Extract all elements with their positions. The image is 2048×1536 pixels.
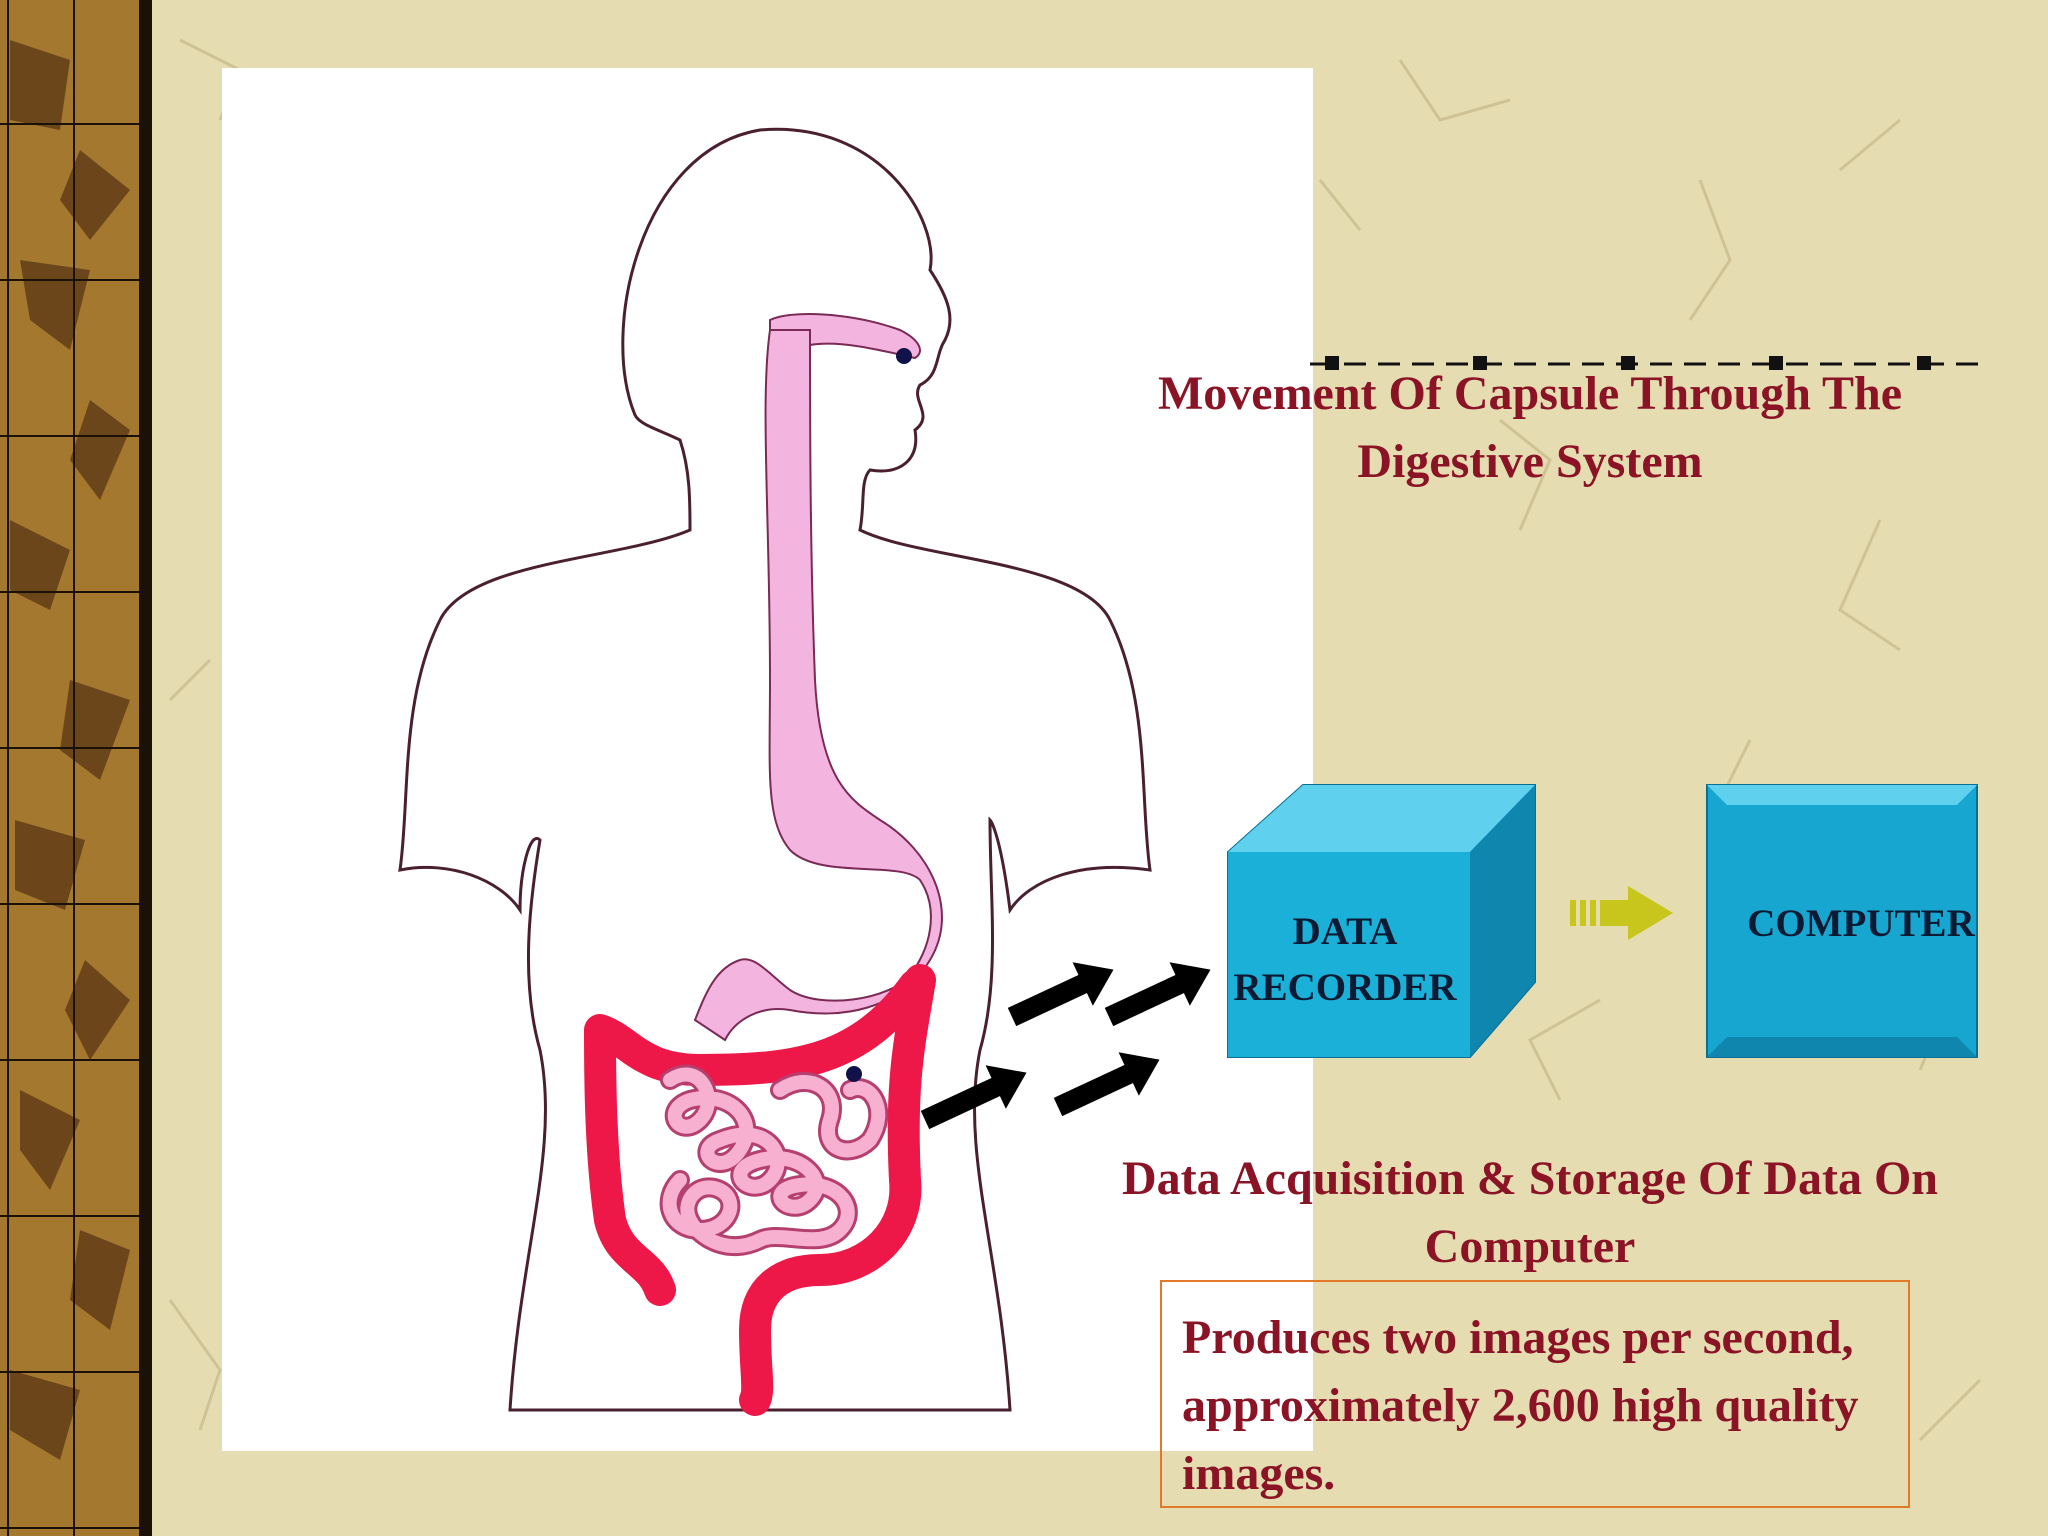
signal-arrow [1007, 962, 1114, 1027]
signal-arrow [920, 1065, 1027, 1130]
data-acquisition-caption: Data Acquisition & Storage Of Data On Co… [1122, 1152, 1938, 1273]
esophagus-stomach [693, 329, 943, 1042]
data-recorder-box [1227, 784, 1536, 1058]
computer-label: COMPUTER [1747, 902, 1975, 945]
large-intestine [584, 964, 936, 1416]
flow-arrow [1570, 886, 1673, 940]
decorative-side-strip [0, 0, 152, 1536]
signal-arrow [1053, 1052, 1160, 1117]
body-outline [398, 127, 1152, 1412]
slide-title: Movement Of Capsule Through The Digestiv… [1157, 367, 1903, 488]
dashed-connector-line [1310, 356, 1980, 370]
image-rate-note-text: Produces two images per second, approxim… [1182, 1311, 1859, 1500]
capsule-marker-mouth [896, 348, 912, 364]
data-recorder-label: DATA RECORDER [1233, 910, 1457, 1009]
signal-arrow [1104, 962, 1211, 1027]
image-rate-note: Produces two images per second, approxim… [1160, 1280, 1910, 1508]
computer-box [1706, 784, 1978, 1058]
small-intestine [659, 1064, 889, 1257]
capsule-marker-intestine [846, 1066, 862, 1082]
signal-arrows [920, 962, 1211, 1130]
anatomy-figure-panel [222, 68, 1313, 1451]
